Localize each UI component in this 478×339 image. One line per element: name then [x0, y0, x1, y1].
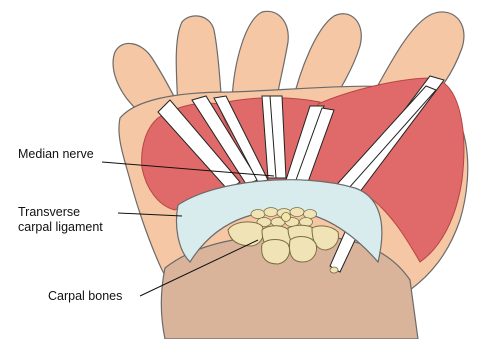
label-transverse-carpal-ligament-line2: carpal ligament [18, 220, 103, 234]
label-carpal-bones: Carpal bones [48, 289, 122, 303]
label-transverse-carpal-ligament-line1: Transverse [18, 205, 80, 219]
label-median-nerve: Median nerve [18, 147, 94, 161]
median-nerve [282, 213, 291, 222]
